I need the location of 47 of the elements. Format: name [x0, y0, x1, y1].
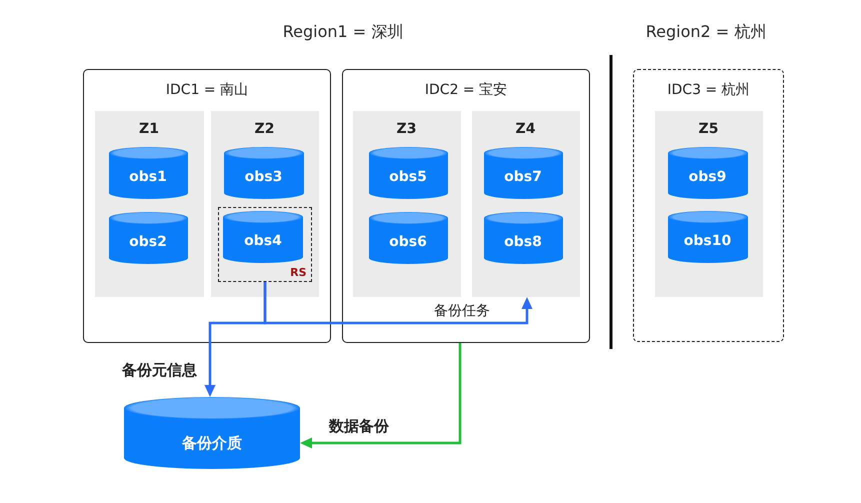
datacenter-box [633, 69, 784, 342]
cylinder-label: obs1 [129, 168, 167, 186]
region-heading: Region1 = 深圳 [282, 22, 404, 42]
cylinder-label: obs7 [504, 168, 542, 186]
database-cylinder [108, 146, 188, 198]
box-title: IDC3 = 杭州 [667, 81, 750, 99]
cylinder-label: obs3 [244, 168, 282, 186]
group-tag: RS [290, 266, 306, 278]
zone-panel [472, 110, 580, 296]
database-cylinder [368, 212, 448, 264]
edge-label: 备份任务 [434, 302, 490, 320]
region-heading: Region2 = 杭州 [646, 22, 766, 42]
database-cylinder [668, 210, 748, 262]
zone-title: Z5 [698, 120, 718, 138]
zone-title: Z3 [396, 120, 416, 138]
zone-title: Z2 [254, 120, 274, 138]
cylinder-label: obs9 [688, 168, 726, 186]
datacenter-box [342, 69, 590, 343]
database-cylinder [484, 212, 562, 264]
database-cylinder [124, 397, 300, 469]
zone-panel [352, 110, 460, 296]
database-cylinder [484, 146, 562, 198]
cylinder-label: 备份介质 [182, 434, 242, 452]
cylinder-label: obs6 [389, 232, 427, 250]
database-cylinder [368, 146, 448, 198]
arrow [264, 282, 532, 324]
zone-panel [210, 110, 318, 296]
cylinder-label: obs5 [389, 168, 427, 186]
arrow [300, 343, 462, 448]
cylinder-label: obs4 [244, 232, 282, 250]
cylinder-label: obs2 [129, 232, 167, 250]
zone-panel [94, 110, 204, 296]
zone-panel [654, 110, 762, 296]
zone-title: Z1 [139, 120, 159, 138]
zone-title: Z4 [516, 120, 536, 138]
dashed-group-box [218, 206, 312, 282]
cylinder-label: obs10 [684, 232, 732, 250]
database-cylinder [668, 146, 748, 198]
datacenter-box [83, 69, 331, 343]
box-title: IDC2 = 宝安 [424, 81, 508, 99]
database-cylinder [108, 212, 188, 264]
edge-label: 备份元信息 [122, 361, 197, 379]
database-cylinder [223, 211, 303, 263]
edge-label: 数据备份 [329, 417, 389, 435]
cylinder-label: obs8 [504, 232, 542, 250]
database-cylinder [224, 146, 304, 198]
box-title: IDC1 = 南山 [166, 81, 248, 99]
